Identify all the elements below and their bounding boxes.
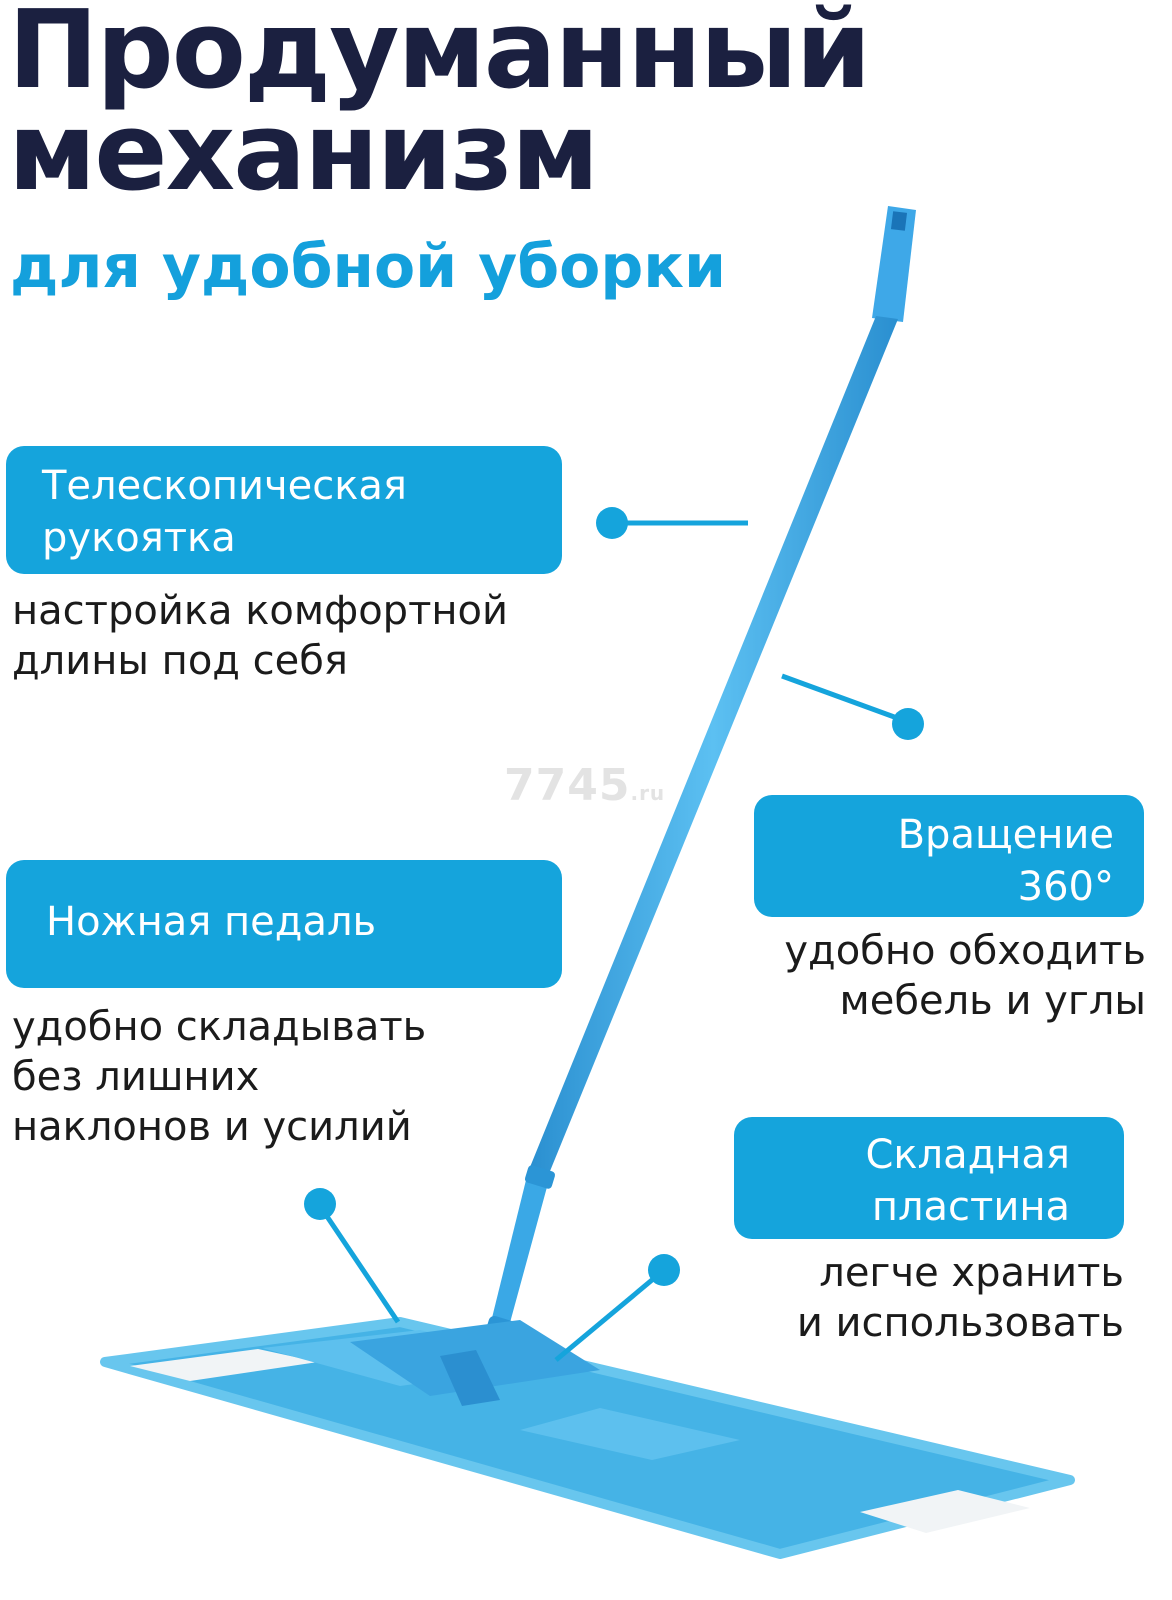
watermark-main: 7745	[504, 760, 631, 811]
badge-rotation-line-1: Вращение	[897, 812, 1114, 858]
handle-cap	[872, 206, 916, 322]
feature-desc-pedal: удобно складывать без лишних наклонов и …	[12, 1002, 426, 1152]
mop-pole	[528, 316, 898, 1176]
desc-pedal-line-1: удобно складывать	[12, 1004, 427, 1050]
desc-rotation-line-1: удобно обходить	[784, 928, 1146, 974]
page-title: Продуманный механизм	[8, 0, 871, 215]
desc-pedal-line-3: наклонов и усилий	[12, 1104, 412, 1150]
desc-plate-line-2: и использовать	[796, 1300, 1124, 1346]
feature-desc-rotation: удобно обходить мебель и углы	[700, 926, 1146, 1026]
callout-rotation	[781, 673, 924, 740]
feature-desc-plate: легче хранить и использовать	[700, 1248, 1124, 1348]
feature-badge-handle: Телескопическая рукоятка	[6, 446, 562, 574]
badge-rotation-line-2: 360°	[1017, 864, 1114, 910]
callout-pedal	[304, 1188, 401, 1324]
callout-handle	[596, 507, 748, 539]
desc-rotation-line-2: мебель и углы	[839, 978, 1146, 1024]
badge-plate-line-1: Складная	[865, 1132, 1070, 1178]
watermark: 7745.ru	[504, 760, 665, 811]
feature-desc-handle: настройка комфортной длины под себя	[12, 586, 508, 686]
feature-badge-pedal: Ножная педаль	[6, 860, 562, 988]
title-line-2: механизм	[8, 90, 599, 215]
badge-handle-line-1: Телескопическая	[42, 463, 407, 509]
mop-pad	[100, 1317, 1075, 1559]
badge-handle-line-2: рукоятка	[42, 515, 236, 561]
pole-joint	[524, 1165, 556, 1189]
subtitle: для удобной уборки	[10, 232, 727, 302]
callout-plate	[554, 1254, 680, 1362]
pole-lower-section	[490, 1172, 550, 1330]
desc-pedal-line-2: без лишних	[12, 1054, 260, 1100]
title-line-1: Продуманный	[8, 0, 871, 113]
desc-handle-line-2: длины под себя	[12, 638, 348, 684]
feature-badge-plate: Складная пластина	[734, 1117, 1124, 1239]
badge-pedal-title: Ножная педаль	[46, 899, 377, 945]
desc-plate-line-1: легче хранить	[819, 1250, 1124, 1296]
desc-handle-line-1: настройка комфортной	[12, 588, 508, 634]
watermark-suffix: .ru	[630, 781, 666, 805]
badge-plate-line-2: пластина	[871, 1184, 1070, 1230]
feature-badge-rotation: Вращение 360°	[754, 795, 1144, 917]
